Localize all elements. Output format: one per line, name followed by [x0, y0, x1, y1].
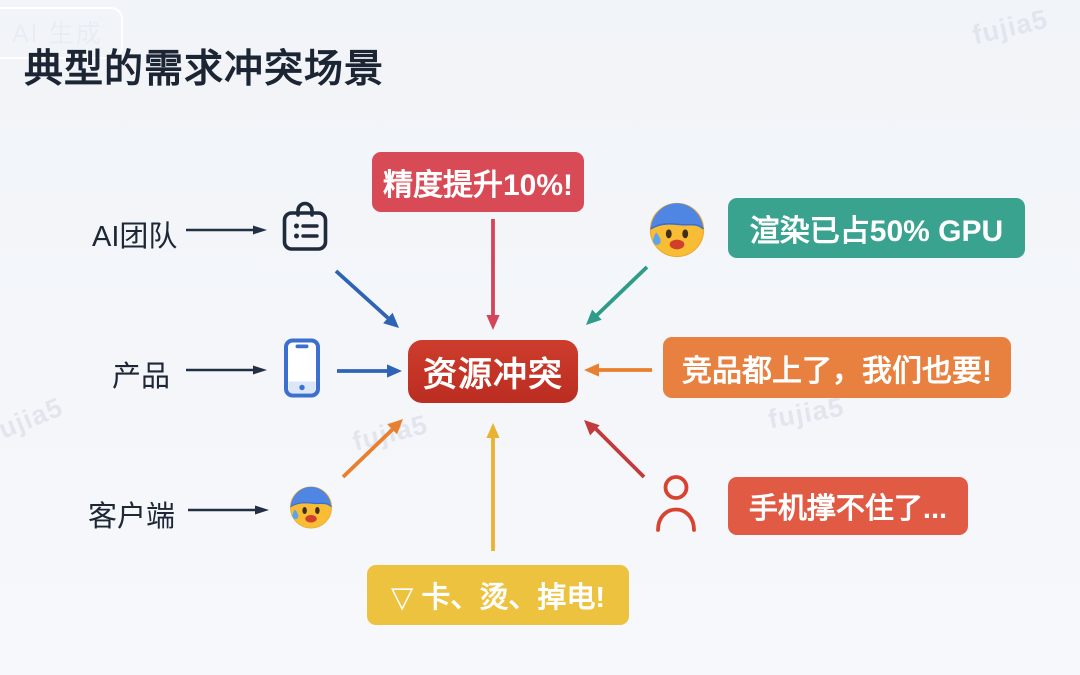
claim-box-phone: 手机撑不住了... — [728, 477, 968, 535]
connector-arrow-product — [186, 365, 267, 375]
ai-generated-badge: AI 生成 — [0, 7, 123, 59]
arrow-ai-to-center — [334, 269, 399, 328]
sweat-face-emoji — [649, 202, 705, 258]
actor-label-ai-team: AI团队 — [92, 221, 178, 253]
arrow-phone-to-center — [584, 420, 646, 479]
claim-box-lag: ▽ 卡、烫、掉电! — [367, 565, 629, 625]
center-conflict-box: 资源冲突 — [408, 340, 578, 403]
arrow-lag-to-center — [486, 423, 500, 551]
clipboard-list-icon — [282, 201, 328, 251]
person-icon — [656, 475, 696, 532]
smartphone-icon — [284, 338, 320, 398]
arrow-competitor-to-center — [584, 363, 652, 377]
arrow-gpu-to-center — [586, 265, 649, 325]
connector-arrow-client — [188, 505, 269, 515]
sweat-face-emoji — [290, 486, 332, 529]
arrow-product-to-center — [337, 364, 402, 378]
page-title: 典型的需求冲突场景 — [24, 48, 385, 91]
arrow-client-to-center — [341, 419, 403, 479]
arrow-accuracy-to-center — [486, 219, 500, 330]
actor-label-product: 产品 — [112, 361, 171, 393]
claim-box-competitor: 竞品都上了，我们也要! — [663, 337, 1011, 398]
actor-label-client: 客户端 — [88, 501, 176, 533]
claim-box-accuracy: 精度提升10%! — [372, 152, 584, 212]
connector-arrow-ai-team — [186, 225, 267, 235]
claim-box-gpu: 渲染已占50% GPU — [728, 198, 1025, 258]
